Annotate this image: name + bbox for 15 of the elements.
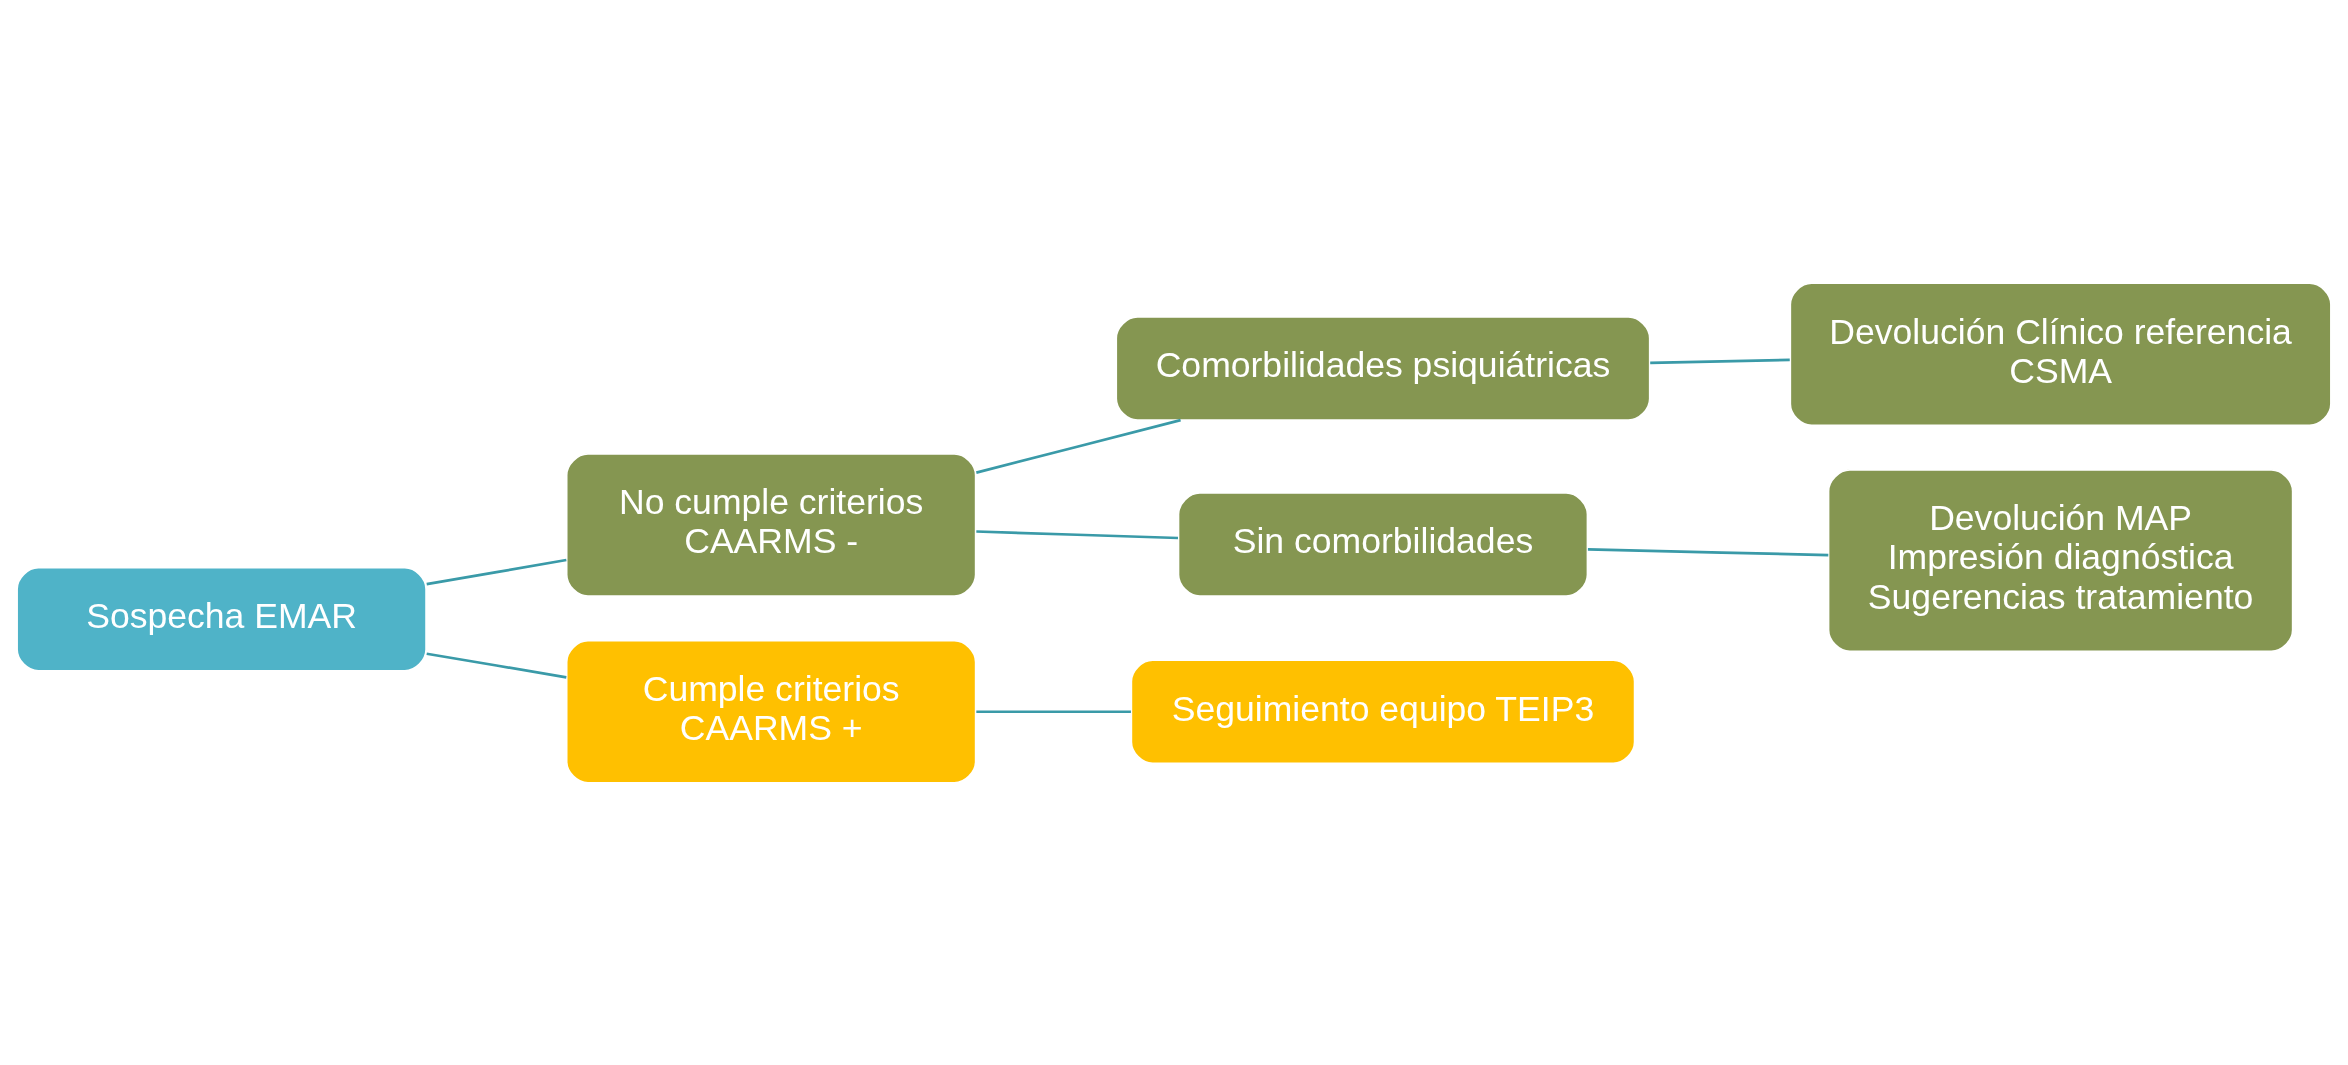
node-box: Comorbilidades psiquiátricas (1115, 315, 1651, 421)
connector (426, 651, 567, 679)
connector (1587, 547, 1829, 556)
node-box: No cumple criterios CAARMS - (565, 452, 977, 597)
connector (976, 709, 1131, 713)
connector (1650, 358, 1790, 364)
node-box: Cumple criterios CAARMS + (565, 639, 977, 784)
node-box: Devolución MAP Impresión diagnóstica Sugerencias tratamiento (1827, 468, 2294, 652)
node-box: Sospecha EMAR (16, 566, 427, 672)
node-box: Devolución Clínico referencia CSMA (1789, 281, 2332, 426)
connector (976, 529, 1179, 539)
node-box: Sin comorbilidades (1177, 491, 1589, 597)
connector (976, 418, 1181, 474)
node-box: Seguimiento equipo TEIP3 (1130, 658, 1636, 764)
connector (426, 558, 567, 585)
